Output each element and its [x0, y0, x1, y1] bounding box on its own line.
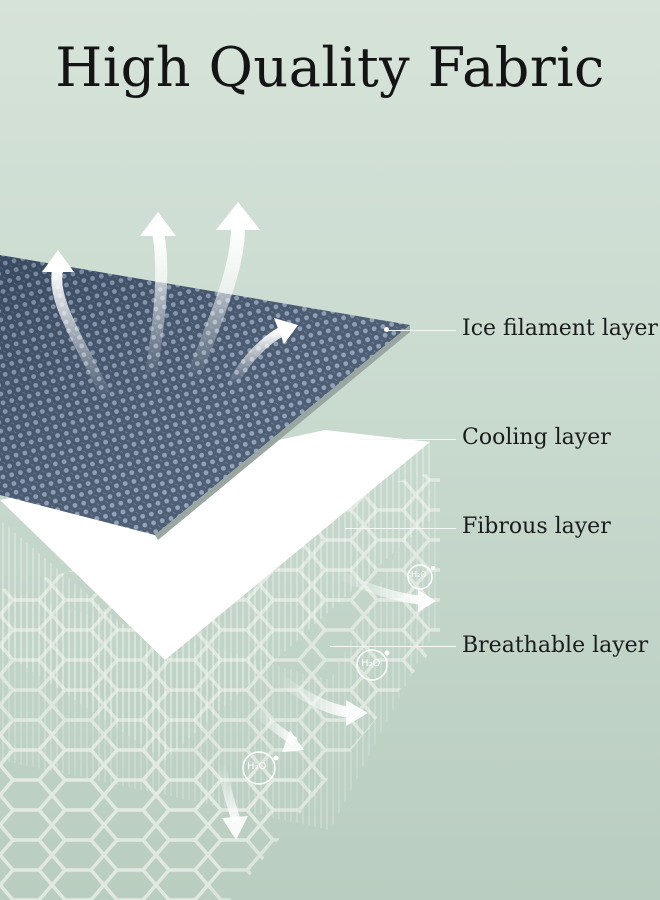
leader-dot: [384, 327, 389, 332]
leader-line-fibrous: [345, 528, 456, 529]
water-molecule-label: H₂O: [361, 658, 381, 669]
fibrous-layer-graphic: [0, 440, 430, 760]
water-molecule-label: H₂O: [411, 570, 427, 579]
breathable-layer-label: Breathable layer: [462, 633, 649, 658]
water-molecule-label: H₂O: [247, 761, 267, 772]
leader-line-ice-filament: [388, 330, 456, 331]
moisture-arrow-icon: [217, 570, 436, 840]
airflow-arrow-icon: [42, 202, 298, 406]
ice-filament-layer-graphic: [0, 255, 410, 540]
leader-line-cooling: [360, 439, 456, 440]
cooling-layer-label: Cooling layer: [462, 425, 611, 450]
fibrous-layer-label: Fibrous layer: [462, 514, 611, 539]
leader-line-breathable: [330, 646, 456, 647]
page-title: High Quality Fabric: [55, 36, 605, 99]
water-molecule-icon: [242, 564, 435, 785]
ice-filament-layer-label: Ice filament layer: [462, 316, 658, 341]
